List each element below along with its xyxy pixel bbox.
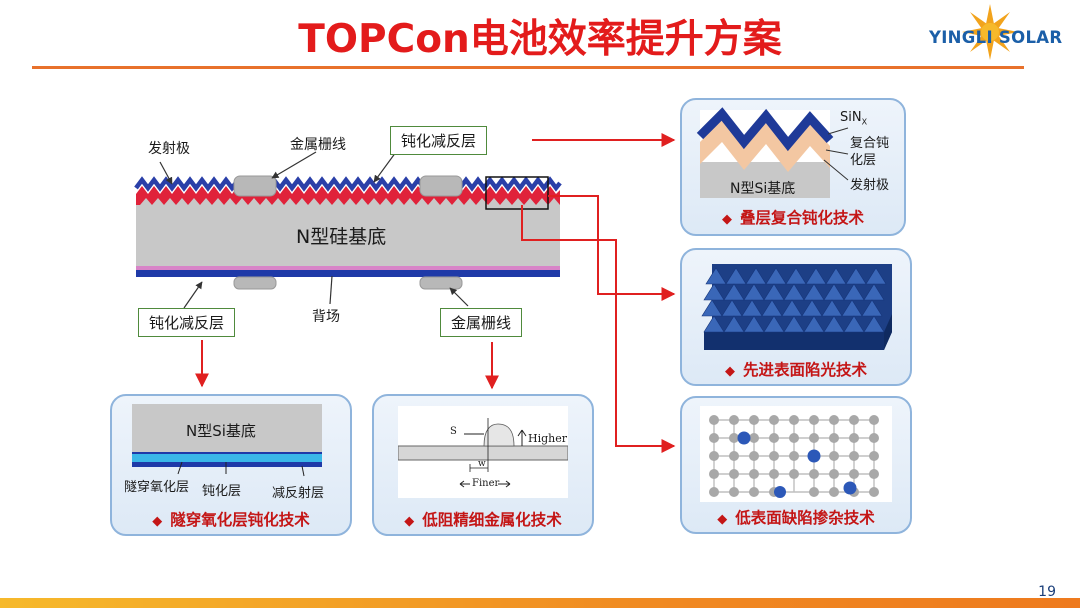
spacing-s-label: S [450,426,457,437]
footer-bar [0,598,1080,608]
bottom-metal-finger-2 [419,276,463,290]
pyramid-texture-illustration [701,264,892,350]
tunnel-oxide-illustration [132,404,322,477]
sinx-label: SiNX [840,110,868,127]
back-field-label: 背场 [312,309,340,325]
substrate-layer [136,196,560,268]
panel-fine-metallization: S Higher w Finer ◆低阻精细金属化技术 [372,394,594,536]
caption-stack-passivation: ◆叠层复合钝化技术 [721,209,864,227]
sun-logo-icon [962,4,1018,60]
substrate-small-label: N型Si基底 [730,181,796,197]
stack-passivation-illustration [696,107,849,198]
rear-passivation-layer [136,270,560,277]
bottom-metal-finger-1 [233,276,277,290]
metal-grid-bottom-label: 金属栅线 [440,308,523,337]
anti-reflection-label: 减反射层 [272,486,325,501]
logo-text: YINGLI SOLAR [929,28,1063,47]
panel-tunnel-oxide: N型Si基底 隧穿氧化层 钝化层 减反射层 ◆隧穿氧化层钝化技术 [110,394,352,536]
emitter-label: 发射极 [148,141,190,157]
page-title: TOPCon电池效率提升方案 [298,17,782,62]
top-metal-finger-2 [419,175,463,197]
composite-layer-label-1: 复合钝 [850,136,890,151]
panel-light-trapping: ◆先进表面陷光技术 [680,248,912,386]
width-w-label: w [478,459,486,469]
finer-label: Finer [472,478,500,489]
lattice-doping-illustration [700,406,892,502]
sinx-layer [134,176,562,192]
top-metal-finger-1 [233,175,277,197]
emitter-small-label: 发射极 [850,178,890,193]
caption-tunnel-oxide: ◆隧穿氧化层钝化技术 [152,511,310,529]
panel-stack-passivation: SiNX 复合钝 化层 发射极 N型Si基底 ◆叠层复合钝化技术 [680,98,906,236]
fine-finger-illustration [398,406,568,498]
composite-layer-label-2: 化层 [850,153,877,168]
passivation-ar-top-label: 钝化减反层 [390,126,488,155]
caption-low-defect-doping: ◆低表面缺陷掺杂技术 [717,509,875,527]
metal-grid-top-label: 金属栅线 [290,137,346,153]
tunnel-substrate-label: N型Si基底 [186,422,256,440]
substrate-label: N型硅基底 [296,226,387,248]
caption-fine-metallization: ◆低阻精细金属化技术 [404,511,562,529]
panel-low-defect-doping: ◆低表面缺陷掺杂技术 [680,396,912,534]
page-number: 19 [1038,584,1056,600]
zoom-highlight-box [485,176,549,210]
higher-label: Higher [528,432,568,445]
tunnel-oxide-label: 隧穿氧化层 [124,480,190,495]
passivation-label: 钝化层 [202,484,242,499]
title-divider [32,66,1024,69]
caption-light-trapping: ◆先进表面陷光技术 [724,361,867,379]
back-field-layer [136,266,560,270]
passivation-ar-bottom-label: 钝化减反层 [138,308,236,337]
